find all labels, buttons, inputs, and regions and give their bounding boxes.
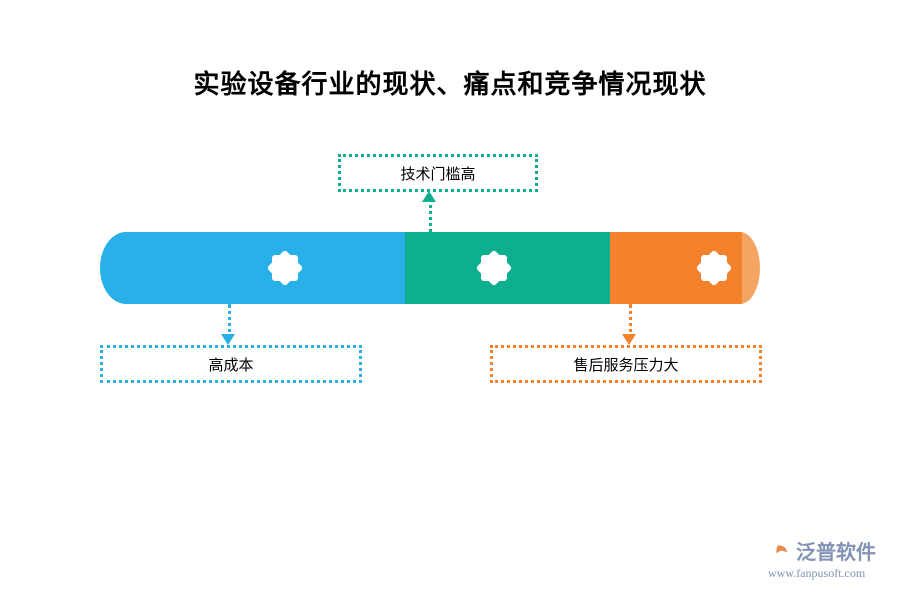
eight-point-star-icon [272,255,298,281]
callout-box-right[interactable]: 售后服务压力大 [490,345,762,383]
callout-box-top[interactable]: 技术门槛高 [338,154,538,192]
callout-box-left[interactable]: 高成本 [100,345,362,383]
arrow-down-icon [221,334,235,345]
callout-label-right: 售后服务压力大 [573,357,679,374]
arrow-up-icon [422,191,436,202]
watermark-brand: 泛普软件 [796,542,876,564]
connector-line-right [629,304,632,340]
connector-line-top [429,198,432,232]
eight-point-star-icon [481,255,507,281]
callout-label-left: 高成本 [208,357,254,374]
watermark: 泛普软件 www.fanpusoft.com [766,536,892,584]
fanpu-logo-icon [771,539,788,562]
page-title: 实验设备行业的现状、痛点和竞争情况现状 [193,70,707,99]
cylinder-bar [100,232,760,304]
watermark-brand-row: 泛普软件 [766,536,876,565]
watermark-url: www.fanpusoft.com [768,566,866,580]
cylinder-segment-blue[interactable] [100,232,405,304]
arrow-down-icon [622,334,636,345]
connector-line-left [228,304,231,340]
eight-point-star-icon [701,255,727,281]
callout-label-top: 技术门槛高 [400,166,476,183]
